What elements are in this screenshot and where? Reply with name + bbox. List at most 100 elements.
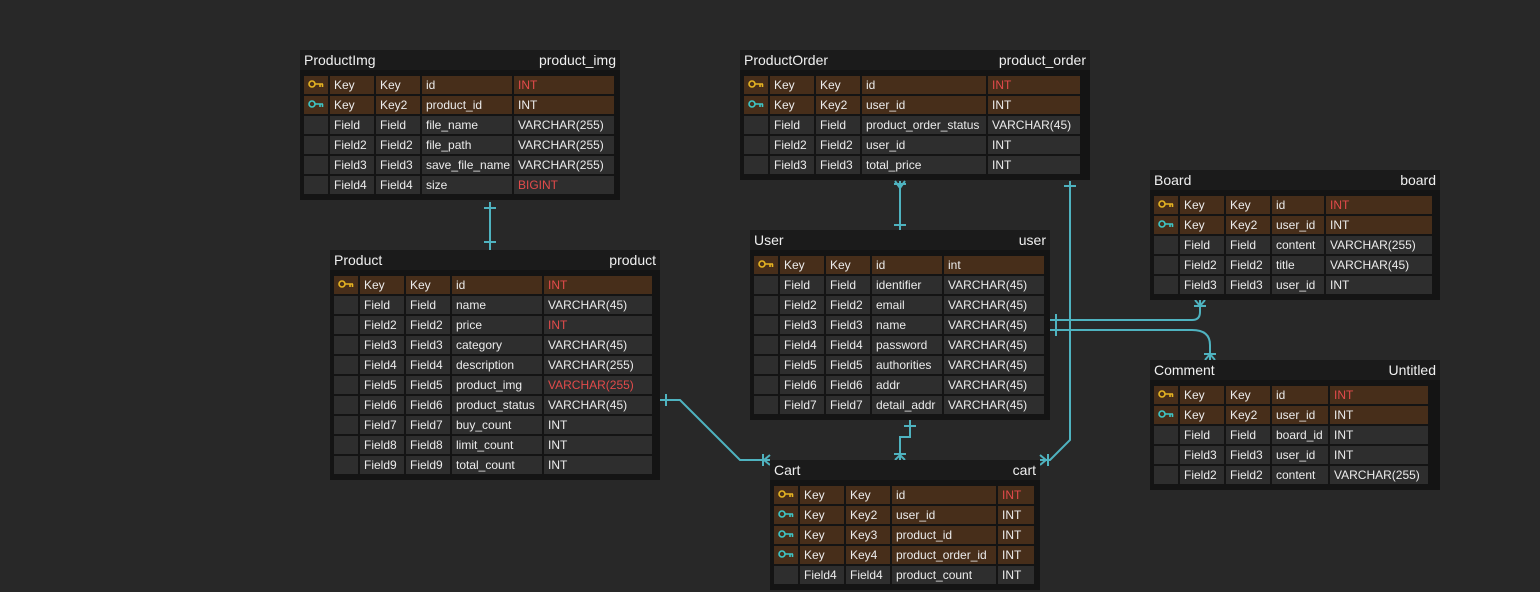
column-type: VARCHAR(255) (514, 116, 614, 134)
column-logical-type: Key (1180, 196, 1224, 214)
column-name: board_id (1272, 426, 1328, 444)
column-logical-name: Field (826, 276, 870, 294)
primary-key-icon (308, 76, 324, 94)
column-type: INT (1326, 276, 1432, 294)
column-name: save_file_name (422, 156, 512, 174)
column-logical-name: Key (376, 76, 420, 94)
column-logical-type: Field3 (330, 156, 374, 174)
column-logical-name: Key2 (376, 96, 420, 114)
table-db-name: product (609, 252, 656, 268)
column-logical-name: Field5 (406, 376, 450, 394)
foreign-key-icon (778, 546, 794, 564)
column-type: INT (544, 276, 652, 294)
table-name: Board (1154, 172, 1192, 188)
column-type: INT (544, 416, 652, 434)
column-logical-name: Field2 (376, 136, 420, 154)
column-logical-name: Key (1226, 196, 1270, 214)
key-cell (754, 316, 778, 334)
column-type: VARCHAR(45) (544, 396, 652, 414)
key-cell (1154, 426, 1178, 444)
column-name: detail_addr (872, 396, 942, 414)
column-logical-type: Field (360, 296, 404, 314)
column-logical-name: Field4 (826, 336, 870, 354)
key-cell (1154, 386, 1178, 404)
column-logical-type: Field8 (360, 436, 404, 454)
column-type: VARCHAR(45) (1326, 256, 1432, 274)
key-cell (304, 176, 328, 194)
key-cell (754, 296, 778, 314)
column-type: INT (998, 506, 1034, 524)
column-logical-type: Field6 (780, 376, 824, 394)
column-name: price (452, 316, 542, 334)
column-type: INT (1330, 406, 1428, 424)
key-cell (1154, 256, 1178, 274)
column-logical-type: Field7 (360, 416, 404, 434)
table-db-name: user (1018, 232, 1046, 248)
column-logical-name: Field2 (1226, 256, 1270, 274)
column-logical-name: Field6 (826, 376, 870, 394)
column-logical-name: Field2 (406, 316, 450, 334)
column-logical-name: Field3 (826, 316, 870, 334)
column-type: VARCHAR(255) (1326, 236, 1432, 254)
